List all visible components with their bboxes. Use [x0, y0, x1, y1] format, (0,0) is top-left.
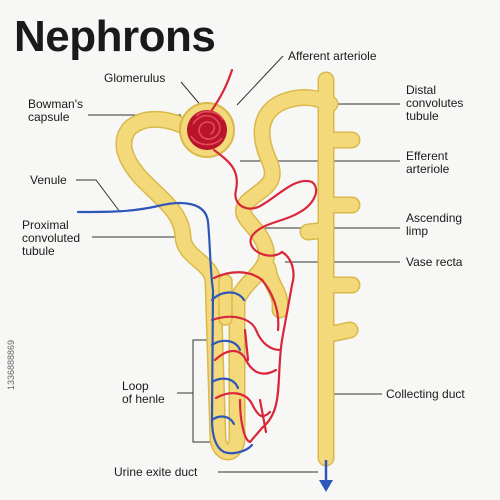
label-proximal-tubule: Proximal convoluted tubule — [22, 218, 81, 258]
urine-exit-arrow — [319, 460, 333, 492]
label-glomerulus: Glomerulus — [104, 71, 166, 85]
tubule — [115, 71, 361, 467]
label-efferent-arteriole: Efferent arteriole — [406, 149, 450, 176]
stock-id-watermark: 1336888869 — [6, 339, 16, 390]
label-venule: Venule — [30, 173, 67, 187]
label-loop-of-henle: Loop of henle — [122, 379, 165, 406]
label-collecting-duct: Collecting duct — [386, 387, 465, 401]
arterial-vessels — [210, 68, 318, 444]
venous-vessels — [76, 201, 254, 455]
label-urine-exit-duct: Urine exite duct — [114, 465, 198, 479]
label-distal-tubule: Distal convolutes tubule — [406, 83, 464, 123]
label-ascending-limb: Ascending limp — [406, 211, 463, 238]
label-vase-recta: Vase recta — [406, 255, 463, 269]
label-afferent-arteriole: Afferent arteriole — [288, 49, 377, 63]
label-bowmans-capsule: Bowman's capsule — [28, 97, 83, 124]
page-title: Nephrons — [14, 12, 216, 61]
glomerulus — [190, 110, 224, 146]
